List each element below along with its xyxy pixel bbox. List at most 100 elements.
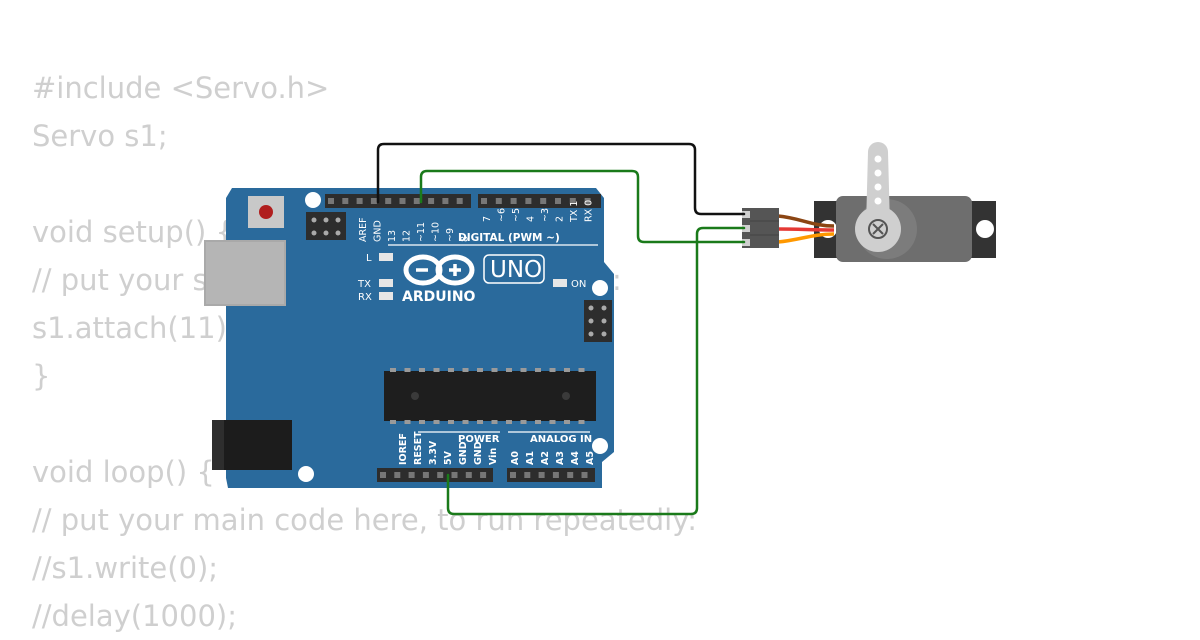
servo-screw-icon [868, 219, 888, 239]
l-led [379, 253, 393, 261]
header-pin [456, 198, 463, 204]
header-pin [451, 472, 458, 478]
code-line: Servo s1; [32, 119, 168, 153]
code-line: s1.attach(11); [32, 311, 237, 345]
analog-label: ANALOG IN [530, 434, 592, 445]
code-line: } [32, 359, 51, 393]
rx-led [379, 292, 393, 300]
header-pin [428, 198, 435, 204]
chip-pin [477, 368, 483, 372]
header-pin [525, 198, 532, 204]
header-pin [480, 472, 487, 478]
chip-pin [462, 368, 469, 372]
dc-power-jack [212, 420, 292, 470]
header-pin [481, 198, 487, 204]
rx-led-label: RX [358, 292, 372, 303]
mounting-hole [305, 192, 321, 208]
chip-pin [491, 368, 498, 372]
on-led [553, 279, 567, 287]
chip-pin [433, 368, 440, 372]
header-pin [510, 472, 516, 478]
mounting-hole [592, 438, 608, 454]
servo-motor[interactable] [742, 142, 996, 262]
chip-pin [520, 420, 527, 424]
header-pin [385, 198, 392, 204]
servo-connector[interactable] [742, 208, 779, 248]
power-pin-label: Vin [488, 448, 499, 465]
digital-pin-label: 2 [555, 216, 566, 222]
header-pin [584, 198, 591, 204]
digital-pin-label: 4 [526, 216, 537, 222]
on-label: ON [571, 279, 586, 290]
header-pin [465, 472, 472, 478]
mounting-hole [298, 466, 314, 482]
header-pin [394, 472, 401, 478]
brand-label: ARDUINO [402, 289, 476, 305]
header-pin [442, 198, 449, 204]
digital-pin-label: ~3 [540, 208, 551, 222]
header-pin [342, 198, 349, 204]
chip-pin [564, 368, 570, 372]
wire-ground[interactable] [376, 142, 746, 216]
digital-pin-label: 8 [460, 236, 471, 242]
chip-pin [549, 420, 556, 424]
header-pin [437, 472, 444, 478]
model-label: UNO [490, 257, 542, 283]
header-pin [567, 472, 574, 478]
arduino-logo-icon [403, 254, 475, 286]
code-line: //s1.write(0); [32, 551, 219, 585]
header-pin [524, 472, 531, 478]
icsp-header [306, 212, 346, 240]
digital-pin-label: 7 [482, 216, 493, 222]
power-pin-label: GND [473, 441, 484, 465]
digital-header-left [325, 194, 471, 208]
digital-pin-label: RX 0 [584, 200, 595, 222]
digital-pin-label: ~11 [416, 222, 427, 242]
code-listing: #include <Servo.h> Servo s1; void setup(… [32, 64, 697, 640]
power-pin-label: GND [458, 441, 469, 465]
header-pin [581, 472, 588, 478]
header-pin [413, 198, 420, 204]
digital-pin-label: 13 [387, 230, 398, 242]
header-pin [540, 198, 547, 204]
code-line: void setup() { [32, 215, 234, 249]
header-pin [356, 198, 363, 204]
chip-pin [535, 420, 541, 424]
chip-pin [549, 368, 556, 372]
header-pin [422, 472, 429, 478]
power-pin-label: RESET [413, 431, 424, 465]
header-pin [380, 472, 386, 478]
reset-button[interactable] [248, 196, 284, 228]
header-pin [370, 198, 377, 204]
l-led-label: L [366, 253, 372, 264]
header-pin [495, 198, 502, 204]
digital-pin-label: ~5 [511, 208, 522, 222]
analog-pin-label: A4 [570, 451, 581, 465]
wire-signal[interactable] [419, 169, 746, 244]
digital-pin-label: GND [373, 220, 384, 242]
code-line: #include <Servo.h> [32, 71, 330, 105]
chip-pin [535, 368, 541, 372]
header-pin [510, 198, 517, 204]
power-pin-label: 5V [443, 450, 454, 465]
chip-pin [578, 368, 585, 372]
wire-power[interactable] [446, 226, 746, 516]
model-box [483, 254, 545, 284]
digital-pin-label: 12 [402, 230, 413, 242]
chip-pin [404, 368, 411, 372]
digital-pin-label: TX 1 [569, 201, 580, 223]
digital-pin-label: ~6 [497, 208, 508, 222]
power-pin-label: IOREF [398, 433, 409, 465]
header-pin [538, 472, 545, 478]
icsp-header-right [584, 300, 612, 342]
code-line: void loop() { [32, 455, 215, 489]
header-pin [328, 198, 334, 204]
chip-pin [419, 420, 425, 424]
digital-label: DIGITAL (PWM ~) [458, 232, 560, 244]
analog-header [507, 468, 595, 482]
usb-port [204, 240, 286, 306]
